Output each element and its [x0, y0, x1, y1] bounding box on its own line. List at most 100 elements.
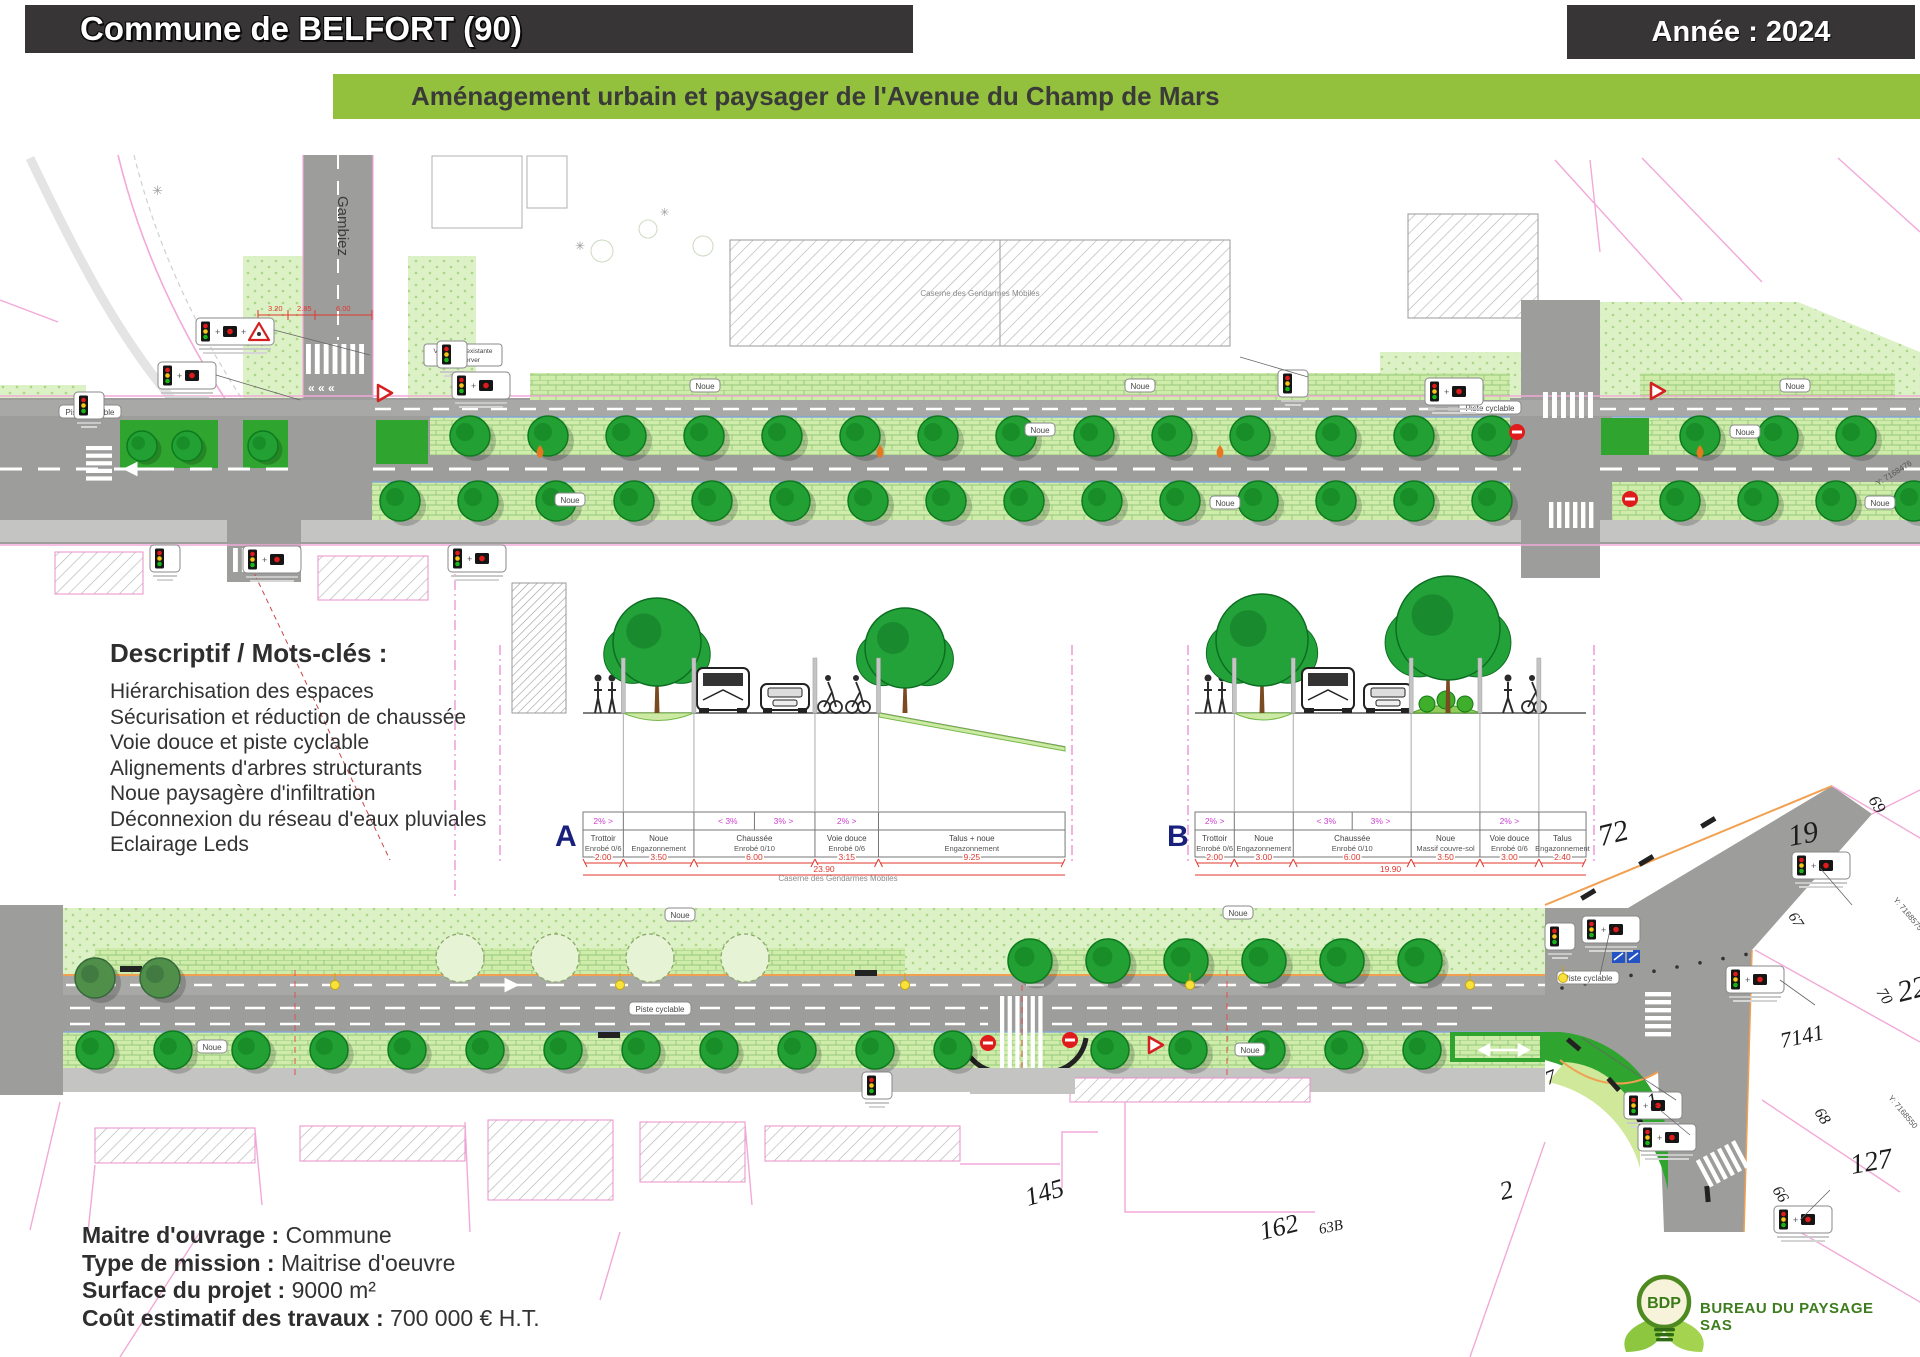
- tree-icon: [1007, 938, 1059, 989]
- tree-icon: [1659, 480, 1706, 526]
- section-col-name: Chaussée: [1334, 834, 1371, 843]
- shrub-outline-icon: [530, 933, 580, 983]
- svg-text:Noue: Noue: [1735, 428, 1755, 437]
- tree-icon: [855, 1030, 900, 1074]
- project-subtitle-bar: Aménagement urbain et paysager de l'Aven…: [333, 74, 1920, 119]
- tree-icon: [1835, 415, 1882, 461]
- tree-icon: [1163, 938, 1215, 989]
- svg-text:+: +: [1601, 925, 1606, 935]
- parcel-number: 2: [1496, 1175, 1516, 1206]
- parcel-number: 66: [1769, 1183, 1792, 1206]
- no-entry-sign-icon: [1622, 491, 1638, 507]
- give-way-sign-icon: [1147, 1035, 1165, 1055]
- descriptif-item: Alignements d'arbres structurants: [110, 756, 423, 780]
- dimension-value: 9.25: [964, 852, 981, 862]
- shrub-outline-icon: [435, 933, 485, 983]
- dimension-line: [257, 310, 373, 320]
- svg-text:+: +: [467, 554, 472, 564]
- tree-icon: [171, 430, 207, 465]
- noue-tag: Noue: [1209, 495, 1241, 510]
- street-lamp-icon: [1558, 966, 1568, 983]
- tree-icon: [139, 957, 186, 1003]
- tree-icon: [1315, 415, 1362, 461]
- tree-icon: [1737, 480, 1784, 526]
- grid-coordinate-label: Y: 7168550: [1886, 1094, 1919, 1131]
- dimension-value: 3.50: [1437, 852, 1454, 862]
- car-icon: [1363, 683, 1413, 713]
- section-col-material: Enrobé 0/10: [1332, 844, 1373, 853]
- tree-icon: [605, 415, 652, 461]
- tree-icon: [457, 480, 504, 526]
- parcel-number: 22: [1894, 970, 1920, 1009]
- tree-icon: [1324, 1030, 1369, 1074]
- crosswalk: [86, 446, 112, 481]
- tree-icon: [917, 415, 964, 461]
- cross-section-a: [511, 582, 1066, 752]
- tree-icon: [1081, 480, 1128, 526]
- street-lamp-icon: [330, 973, 340, 990]
- svg-text:2.85: 2.85: [297, 304, 312, 313]
- svg-text:Noue: Noue: [560, 496, 580, 505]
- traffic-light-callout: +: [242, 545, 302, 582]
- traffic-light-callout: +: [1623, 1091, 1683, 1128]
- svg-text:Noue: Noue: [695, 382, 715, 391]
- noue-tag: Noue: [554, 492, 586, 507]
- noue-tag: Noue: [1222, 905, 1254, 920]
- crosswalk: [1831, 885, 1888, 941]
- tree-icon: [153, 1030, 198, 1074]
- svg-text:Noue: Noue: [1228, 909, 1248, 918]
- slope-label: 3% >: [774, 816, 794, 826]
- parcel-number: 7141: [1778, 1019, 1826, 1053]
- traffic-light-callout: +: [1637, 1123, 1697, 1160]
- tree-icon: [1073, 415, 1120, 461]
- project-row: Maitre d'ouvrage : Commune: [82, 1222, 392, 1248]
- tree-icon: [387, 1030, 432, 1074]
- dimension-value: 6.00: [1344, 852, 1361, 862]
- crosswalk: [1645, 992, 1671, 1037]
- svg-text:+: +: [215, 327, 220, 337]
- intersection-fan: [1545, 786, 1872, 1232]
- cyclist-icon: [1521, 675, 1547, 714]
- traffic-light-callout: +: [1581, 915, 1641, 952]
- tree-icon: [1090, 1030, 1135, 1074]
- parcel-number: 145: [1022, 1173, 1067, 1212]
- section-col-material: Enrobé 0/6: [1196, 844, 1233, 853]
- tree-icon: [933, 1030, 978, 1074]
- descriptif-item: Eclairage Leds: [110, 833, 249, 856]
- dimension-value: 3.50: [650, 852, 667, 862]
- pedestrian-icon: [608, 674, 616, 714]
- tree-icon: [247, 430, 283, 465]
- project-row: Surface du projet : 9000 m²: [82, 1277, 376, 1303]
- tree-icon: [1393, 415, 1440, 461]
- svg-text:6.00: 6.00: [336, 304, 351, 313]
- crosswalk: [1695, 1140, 1750, 1188]
- tree-icon: [1237, 480, 1284, 526]
- tree-icon: [126, 430, 162, 465]
- svg-text:Noue: Noue: [1215, 499, 1235, 508]
- descriptif-heading: Descriptif / Mots-clés :: [110, 638, 388, 668]
- slope-label: < 3%: [1316, 816, 1336, 826]
- tree-icon: [699, 1030, 744, 1074]
- no-entry-sign-icon: [980, 1035, 996, 1051]
- noue-tag: Noue: [664, 907, 696, 922]
- company-logo: BDP BUREAU DU PAYSAGE SAS: [1610, 1268, 1910, 1353]
- svg-text:+: +: [1444, 387, 1449, 397]
- section-col-name: Trottoir: [591, 834, 616, 843]
- section-col-material: Massif couvre-sol: [1416, 844, 1475, 853]
- caserne-label: Caserne des Gendarmes Mobiles: [920, 289, 1039, 298]
- tree-icon: [691, 480, 738, 526]
- svg-text:+: +: [177, 371, 182, 381]
- commune-title-bar: Commune de BELFORT (90): [25, 5, 913, 53]
- car-icon: [760, 683, 810, 713]
- no-entry-sign-icon: [1509, 424, 1525, 440]
- dimension-value: 3.15: [838, 852, 855, 862]
- tree-icon: [777, 1030, 822, 1074]
- project-row: Coût estimatif des travaux : 700 000 € H…: [82, 1304, 540, 1331]
- crosswalk: [1543, 392, 1593, 418]
- section-col-material: Enrobé 0/10: [734, 844, 775, 853]
- traffic-light-callout: [73, 391, 105, 428]
- road-sign-blue: [1612, 950, 1640, 963]
